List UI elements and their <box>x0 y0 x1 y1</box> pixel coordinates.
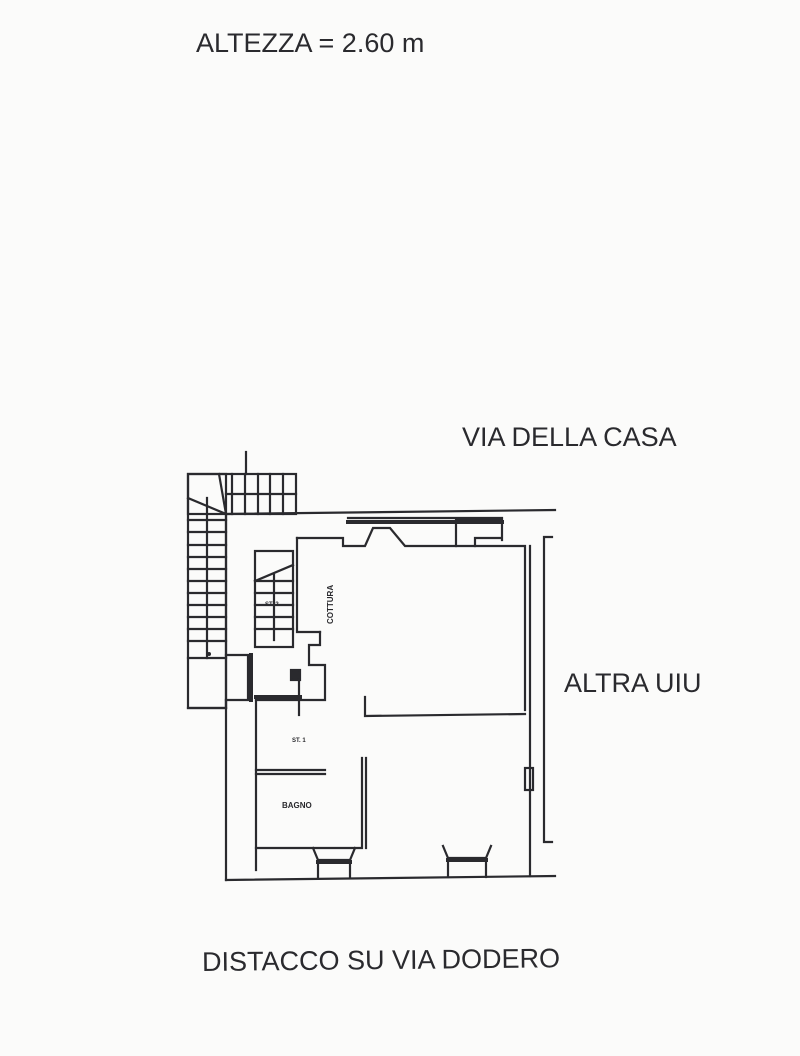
interior-partitions <box>360 695 535 850</box>
ceiling-height-label: ALTEZZA = 2.60 m <box>196 28 425 58</box>
room-label-cottura: COTTURA <box>326 585 335 624</box>
hall-walls <box>224 630 362 872</box>
street-label-top: VIA DELLA CASA <box>462 422 677 452</box>
room-label-stair-2: ST. 2 <box>265 602 279 608</box>
room-label-stair-1: ST. 1 <box>292 738 306 744</box>
outer-walls <box>224 508 557 882</box>
neighbor-unit-label: ALTRA UIU <box>564 668 702 698</box>
internal-staircase-2 <box>253 549 295 649</box>
bottom-windows <box>311 844 493 880</box>
room-label-bagno: BAGNO <box>282 801 312 810</box>
